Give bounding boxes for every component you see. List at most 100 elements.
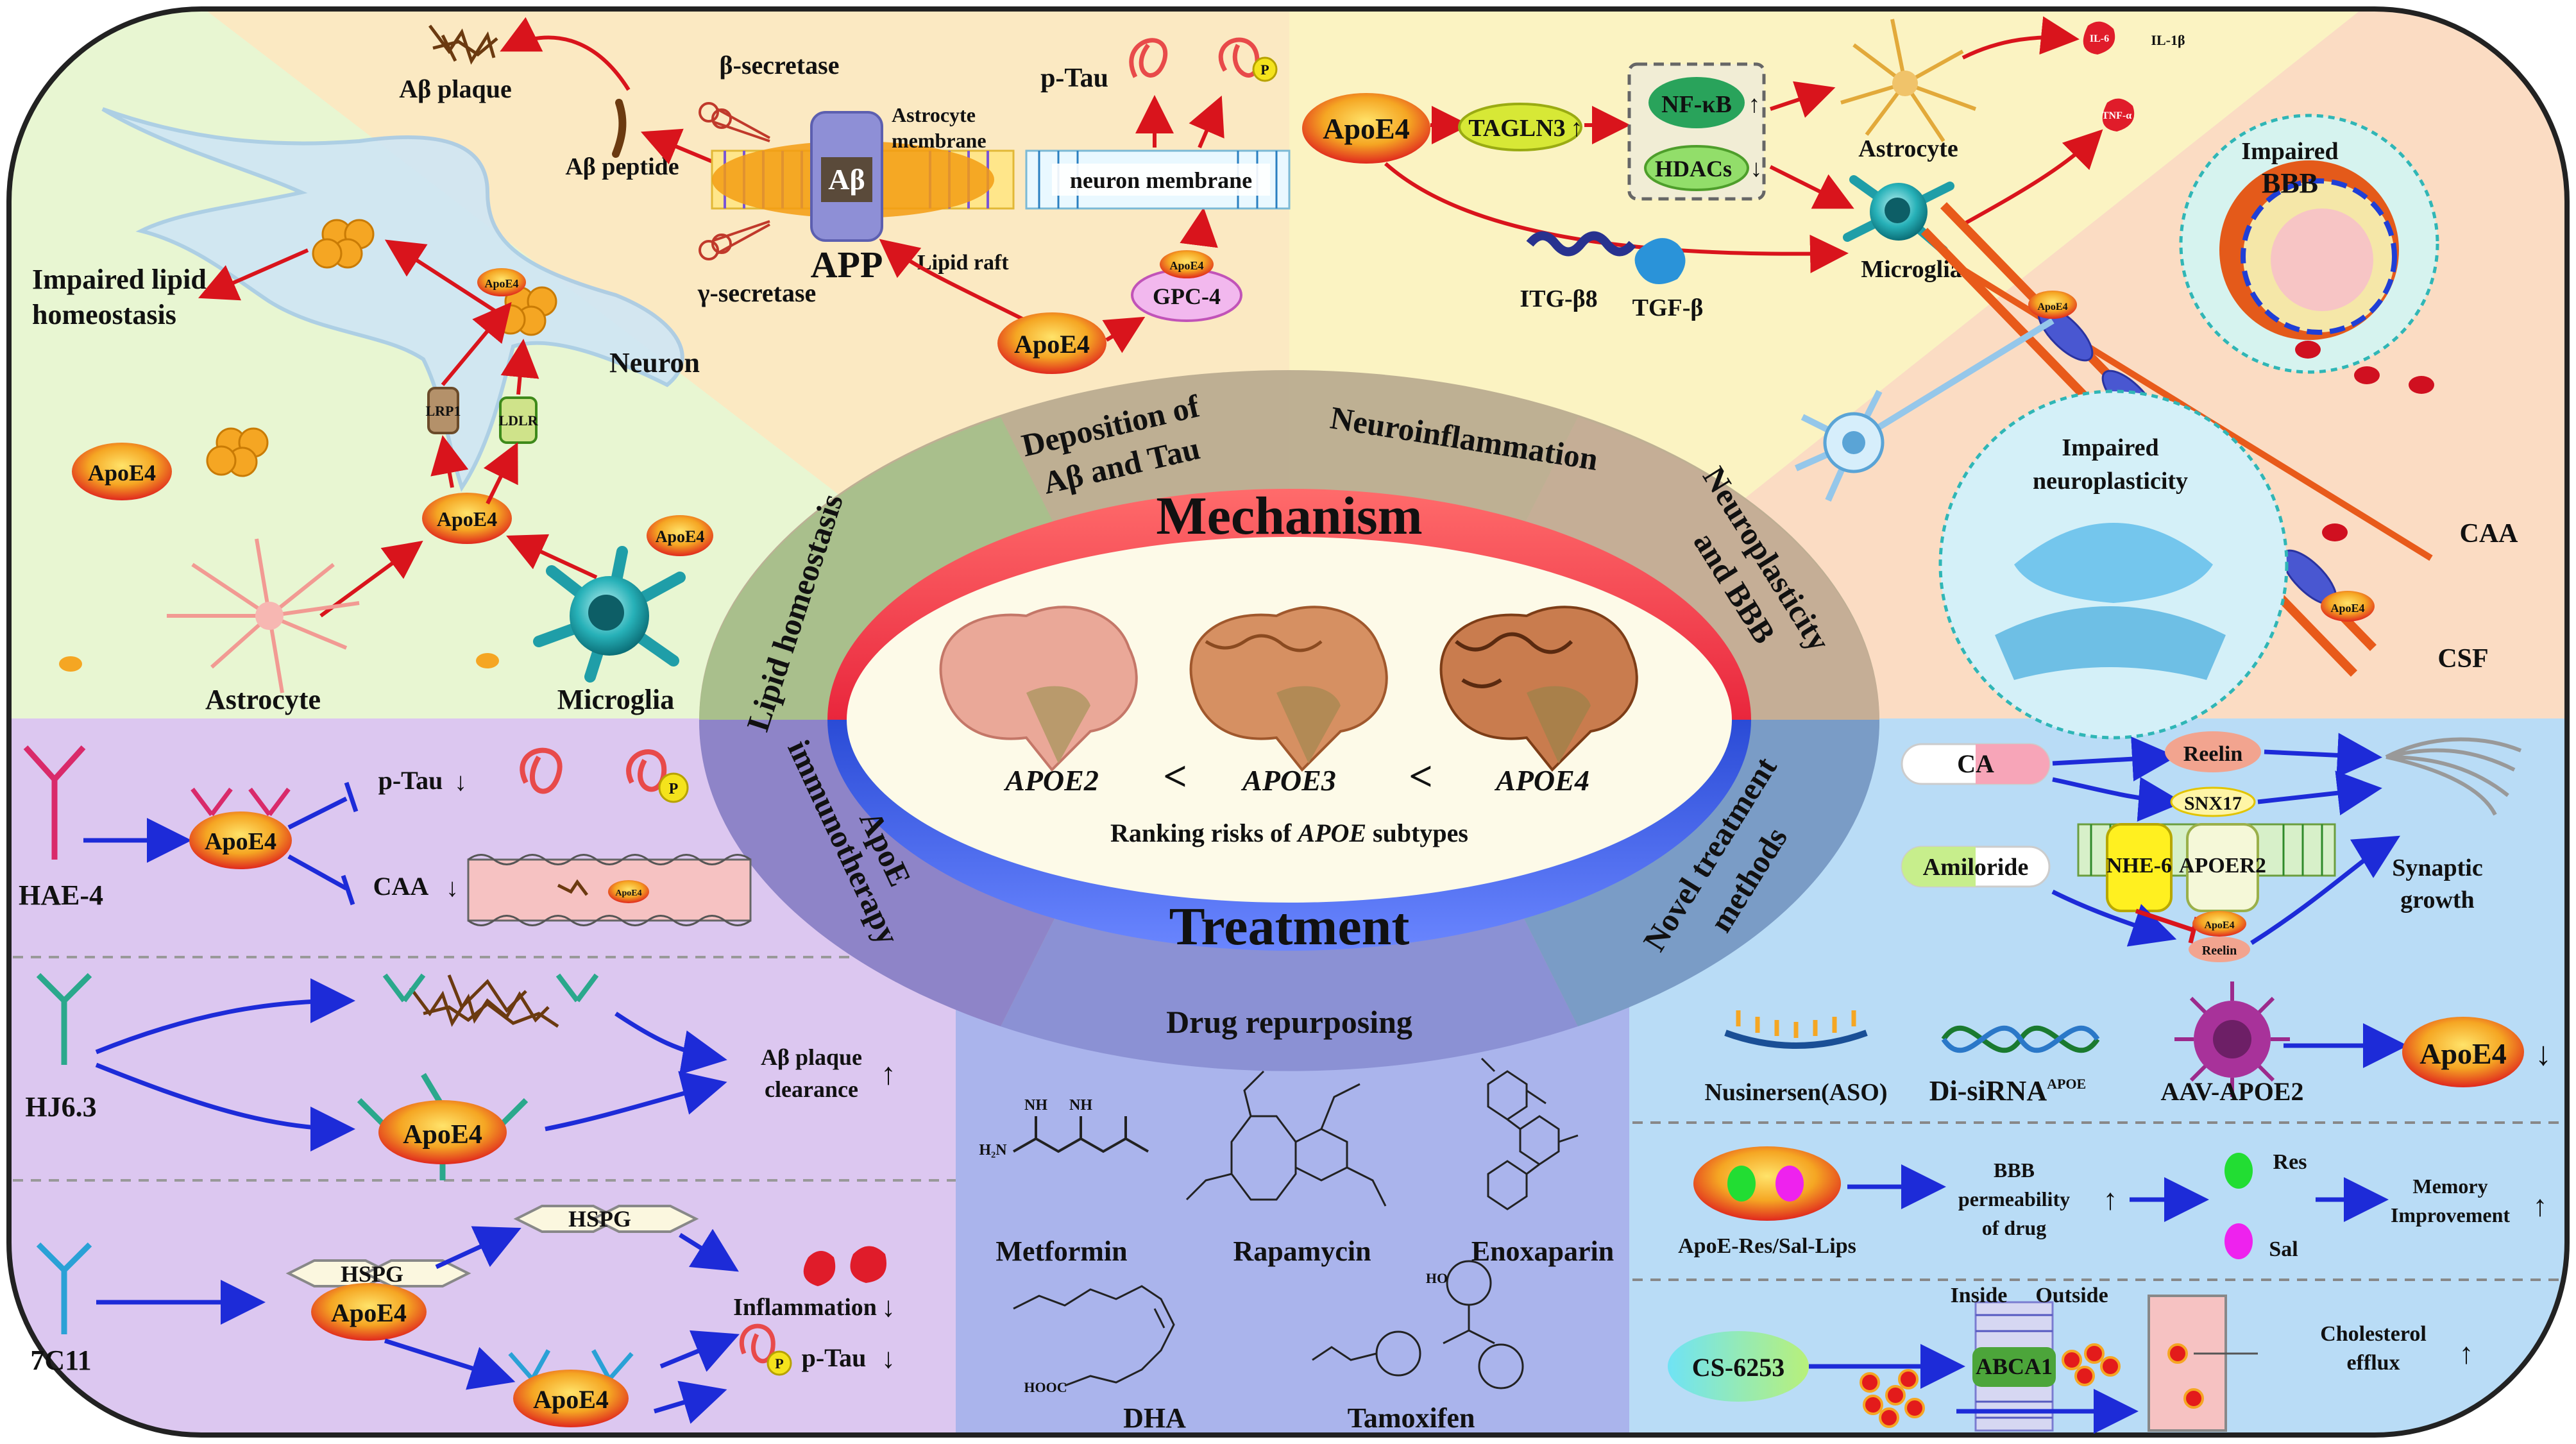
novel-treatment-panel: CA Reelin SNX17 NHE-6 APOER2 [1668, 731, 2552, 1434]
apoe4-oval-inflammation: ApoE4 [1302, 93, 1430, 164]
astrocyte-label-lipid: Astrocyte [205, 684, 321, 715]
lipid-raft-label: Lipid raft [917, 251, 1009, 275]
res-label: Res [2273, 1150, 2307, 1174]
astrocyte-membrane-icon: Aβ [711, 111, 1015, 242]
svg-text:ApoE4: ApoE4 [615, 888, 641, 898]
metformin-h2n-label: H₂N [979, 1142, 1007, 1159]
neuroinflammation-panel: ApoE4 TAGLN3 ↑ NF-κB ↑ HDACs ↓ Astrocyte [1302, 16, 2185, 321]
neuron-membrane-icon: neuron membrane [1025, 149, 1291, 210]
svg-text:LDLR: LDLR [498, 412, 538, 429]
svg-text:↑: ↑ [1749, 91, 1761, 118]
microglia-label-lipid: Microglia [557, 684, 674, 715]
plaque-clearance-icon [409, 974, 559, 1028]
apoe4-label: APOE4 [1494, 764, 1589, 797]
dha-structure-icon [1013, 1285, 1175, 1387]
itg-b8-icon [1526, 231, 1636, 257]
blood-cell-icon [2322, 523, 2348, 541]
hae4-antibody-icon [23, 745, 86, 860]
lrp1-receptor-icon: LRP1 [426, 387, 461, 434]
tamoxifen-structure-icon [1312, 1260, 1524, 1389]
up-arrow-icon: ↑ [2103, 1183, 2118, 1216]
tamoxifen-label: Tamoxifen [1348, 1402, 1475, 1434]
svg-text:NHE-6: NHE-6 [2106, 854, 2172, 878]
synapse-icon [1995, 606, 2226, 680]
apoe4-oval-lipid-3: ApoE4 [647, 515, 713, 556]
tagln3-icon: TAGLN3 ↑ [1458, 103, 1583, 151]
microglia-icon-inflammation [1843, 175, 1954, 255]
svg-text:TNF-α: TNF-α [2102, 110, 2131, 121]
inside-label: Inside [1951, 1284, 2008, 1307]
bbb-permeability-label-line1: BBB [1994, 1159, 2035, 1182]
svg-text:HSPG: HSPG [568, 1206, 631, 1232]
memory-label-line1: Memory [2412, 1175, 2487, 1198]
deposition-panel: Aβ plaque Aβ peptide β-secretase γ-secre… [399, 17, 1291, 374]
svg-text:Reelin: Reelin [2183, 742, 2243, 766]
7c11-antibody-icon [36, 1242, 92, 1334]
reelin-icon: Reelin [2165, 731, 2261, 772]
cytokine-tnf-icon: TNF-α [2102, 98, 2135, 132]
csf-label: CSF [2437, 644, 2488, 674]
apoe4-oval-deposition: ApoE4 [997, 312, 1106, 374]
apoer2-icon: APOER2 [2179, 823, 2266, 912]
svg-text:ApoE4: ApoE4 [331, 1298, 407, 1327]
microglia-icon [533, 546, 686, 683]
apoe4-hae4-complex: ApoE4 [189, 787, 292, 869]
p-tau-label-deposition: p-Tau [1040, 64, 1108, 93]
svg-text:ApoE4: ApoE4 [2330, 602, 2364, 615]
svg-text:NF-κB: NF-κB [1661, 91, 1732, 118]
p-tau-label-immuno-2: p-Tau [802, 1343, 867, 1372]
vessel-efflux-icon [2148, 1295, 2258, 1432]
synapse-growth-icon [2385, 737, 2522, 816]
inflammation-label: Inflammation [733, 1294, 877, 1321]
blood-cell-icon [2295, 341, 2321, 359]
vessel-caa-icon: ApoE4 [467, 854, 752, 926]
svg-text:ApoE4: ApoE4 [88, 460, 156, 486]
cs6253-icon: CS-6253 [1668, 1331, 1809, 1402]
down-arrow-icon: ↓ [2535, 1036, 2552, 1073]
svg-text:↑: ↑ [1571, 115, 1583, 142]
ab-clearance-label-line2: clearance [765, 1076, 858, 1102]
svg-text:ABCA1: ABCA1 [1976, 1354, 2053, 1379]
ranking-risks-label: Ranking risks of APOE subtypes [1110, 819, 1468, 847]
svg-text:LRP1: LRP1 [426, 403, 461, 419]
impaired-lipid-label-line1: Impaired lipid [32, 264, 207, 295]
lipid-particle-icon [476, 653, 499, 668]
caa-label: CAA [2460, 519, 2519, 548]
impaired-lipid-label-line2: homeostasis [32, 299, 176, 330]
apoe4-small-lipid: ApoE4 [477, 268, 526, 296]
synaptic-growth-label-line2: growth [2400, 887, 2474, 913]
gamma-secretase-label: γ-secretase [697, 278, 817, 307]
impaired-bbb-label-line1: Impaired [2241, 138, 2338, 165]
phosphate-label: P [1260, 62, 1269, 78]
metformin-structure-icon [1013, 1116, 1149, 1153]
neuron-shape [101, 107, 684, 492]
outside-label: Outside [2035, 1284, 2108, 1307]
ab-clearance-label-line1: Aβ plaque [761, 1044, 862, 1070]
up-arrow-icon: ↑ [2459, 1337, 2474, 1370]
ab-plaque-icon [428, 24, 498, 65]
svg-text:ApoE4: ApoE4 [533, 1385, 609, 1414]
ab-peptide-label: Aβ peptide [565, 153, 679, 180]
down-arrow-icon: ↓ [446, 873, 459, 902]
sal-label: Sal [2269, 1237, 2298, 1261]
aav-apoe2-label: AAV-APOE2 [2161, 1077, 2304, 1106]
svg-text:ApoE4: ApoE4 [2204, 920, 2234, 931]
apoe4-hj63-complex: ApoE4 [357, 1073, 529, 1180]
up-arrow-icon: ↑ [881, 1057, 896, 1091]
svg-text:ApoE4: ApoE4 [2037, 302, 2067, 312]
svg-text:HDACs: HDACs [1655, 156, 1732, 182]
svg-text:↓: ↓ [1750, 155, 1763, 182]
svg-text:Reelin: Reelin [2202, 944, 2237, 958]
apoe4-7c11-complex: ApoE4 [508, 1349, 634, 1427]
ldlr-receptor-icon: LDLR [498, 396, 539, 444]
svg-text:CA: CA [1957, 749, 1994, 778]
neuron-cell-icon-bbb [1794, 318, 2055, 502]
impaired-neuroplasticity-label-line1: Impaired [2062, 434, 2158, 461]
p-tau-tangle-icon-immuno [520, 747, 667, 794]
hae4-label: HAE-4 [19, 879, 103, 911]
drug-repurposing-panel: H₂N NH NH Metformin Rapamycin Enoxaparin… [979, 1057, 1614, 1434]
lipid-particle-icon [59, 656, 82, 672]
impaired-neuroplasticity-label-line2: neuroplasticity [2033, 468, 2188, 495]
beta-secretase-label: β-secretase [720, 51, 840, 80]
svg-text:ApoE4: ApoE4 [205, 828, 276, 855]
